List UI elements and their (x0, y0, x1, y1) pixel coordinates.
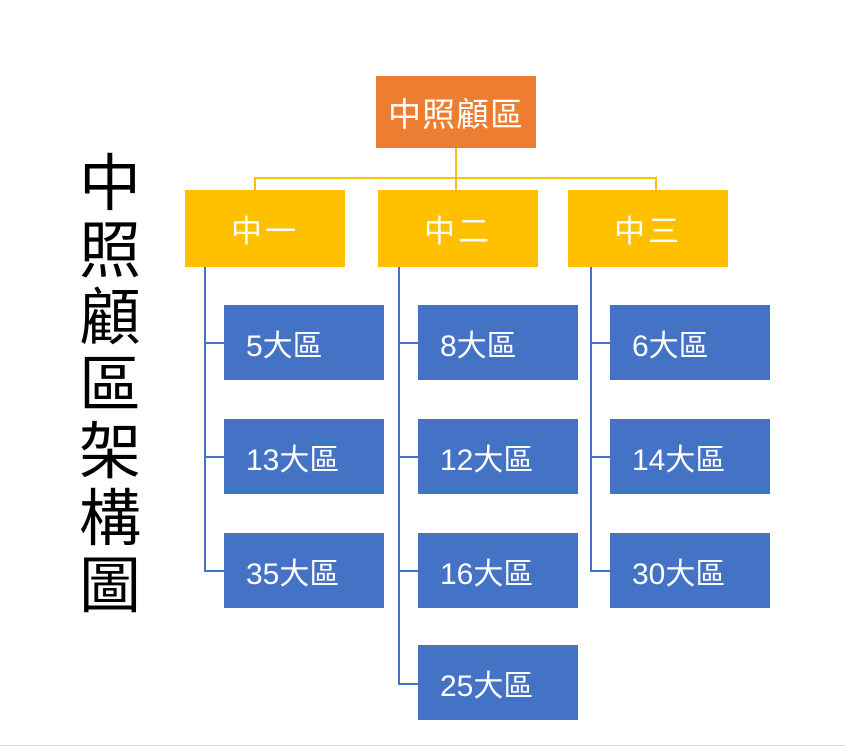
node-leaf-1-2[interactable]: 13大區 (224, 419, 384, 494)
node-leaf-2-2[interactable]: 12大區 (418, 419, 578, 494)
connector-stub-2-4 (398, 683, 418, 685)
footer-divider (0, 745, 845, 746)
connector-stub-1-3 (204, 570, 224, 572)
node-leaf-3-3[interactable]: 30大區 (610, 533, 770, 608)
node-leaf-1-3[interactable]: 35大區 (224, 533, 384, 608)
connector-branch-drop-3 (655, 177, 657, 190)
connector-stub-3-3 (590, 570, 610, 572)
connector-stub-1-1 (204, 342, 224, 344)
page-title: 中 照 顧 區 架 構 圖 (78, 151, 141, 621)
node-leaf-2-4[interactable]: 25大區 (418, 645, 578, 720)
connector-stub-1-2 (204, 456, 224, 458)
connector-root-stem (455, 148, 457, 178)
connector-stub-3-1 (590, 342, 610, 344)
node-leaf-3-1[interactable]: 6大區 (610, 305, 770, 380)
connector-stub-2-1 (398, 342, 418, 344)
connector-branch-drop-2 (455, 177, 457, 190)
node-leaf-1-1[interactable]: 5大區 (224, 305, 384, 380)
node-branch-3[interactable]: 中三 (568, 190, 728, 267)
node-branch-1[interactable]: 中一 (185, 190, 345, 267)
node-leaf-3-2[interactable]: 14大區 (610, 419, 770, 494)
connector-branch-drop-1 (254, 177, 256, 190)
node-leaf-2-3[interactable]: 16大區 (418, 533, 578, 608)
connector-stub-2-2 (398, 456, 418, 458)
connector-spine-1 (204, 267, 206, 571)
connector-spine-3 (590, 267, 592, 571)
connector-spine-2 (398, 267, 400, 684)
node-root[interactable]: 中照顧區 (376, 76, 536, 148)
connector-stub-2-3 (398, 570, 418, 572)
node-branch-2[interactable]: 中二 (378, 190, 538, 267)
connector-stub-3-2 (590, 456, 610, 458)
node-leaf-2-1[interactable]: 8大區 (418, 305, 578, 380)
